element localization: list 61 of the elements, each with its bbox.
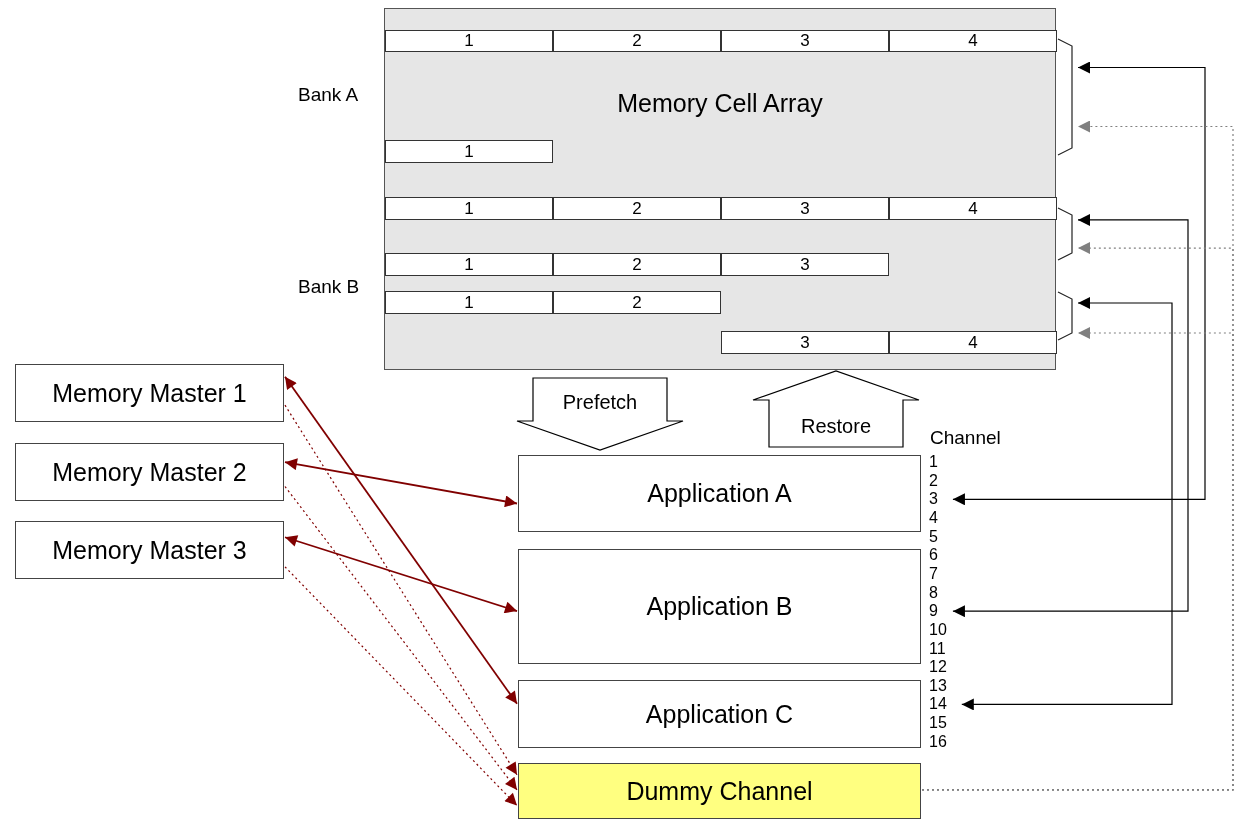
channel-number: 10 (929, 620, 947, 639)
memory-array-panel (384, 8, 1056, 370)
process-box: Application A (518, 455, 921, 532)
bank-label: Bank B (298, 276, 360, 298)
memory-segment: 2 (553, 197, 721, 220)
process-box: Memory Master 3 (15, 521, 284, 579)
channel-number: 16 (929, 732, 947, 751)
bank-label: Bank A (298, 84, 359, 106)
column-heading: Channel (930, 427, 1001, 449)
memory-segment: 1 (385, 253, 553, 276)
memory-segment: 1 (385, 30, 553, 52)
channel-number: 2 (929, 471, 938, 490)
process-box: Application B (518, 549, 921, 664)
process-box: Memory Master 1 (15, 364, 284, 422)
block-arrow (516, 377, 684, 451)
process-box: Application C (518, 680, 921, 748)
arrow (284, 375, 518, 705)
channel-number: 9 (929, 602, 938, 621)
arrow (952, 61, 1206, 506)
channel-number: 14 (929, 695, 947, 714)
memory-segment: 1 (385, 197, 553, 220)
channel-number: 4 (929, 508, 938, 527)
memory-segment: 2 (553, 291, 721, 314)
memory-segment: 4 (889, 197, 1057, 220)
channel-number: 15 (929, 714, 947, 733)
dotted-arrow (284, 566, 518, 807)
channel-number: 12 (929, 658, 947, 677)
dotted-arrow (284, 485, 518, 791)
bracket (1058, 207, 1076, 261)
dotted-arrow (284, 404, 518, 776)
array-title: Memory Cell Array (616, 89, 824, 118)
channel-number: 6 (929, 546, 938, 565)
bracket (1058, 291, 1076, 341)
edge-label: Prefetch (562, 390, 638, 414)
channel-number: 11 (929, 639, 946, 658)
memory-segment: 3 (721, 253, 889, 276)
arrow (284, 535, 518, 614)
memory-segment: 2 (553, 30, 721, 52)
arrow (961, 297, 1173, 711)
bracket (1058, 38, 1076, 156)
channel-number: 1 (929, 453, 938, 471)
memory-segment: 4 (889, 30, 1057, 52)
channel-number: 7 (929, 564, 938, 583)
channel-number: 3 (929, 490, 938, 509)
memory-segment: 3 (721, 197, 889, 220)
channel-number: 8 (929, 583, 938, 602)
memory-segment: 4 (889, 331, 1057, 354)
arrow (952, 213, 1189, 618)
edge-label: Restore (801, 414, 871, 438)
block-arrow (752, 370, 920, 448)
dotted-arrow (921, 327, 1234, 791)
memory-segment: 2 (553, 253, 721, 276)
channel-number: 5 (929, 527, 938, 546)
memory-segment: 3 (721, 331, 889, 354)
memory-segment: 3 (721, 30, 889, 52)
channel-number: 13 (929, 676, 947, 695)
process-box: Memory Master 2 (15, 443, 284, 501)
highlighted-box: Dummy Channel (518, 763, 921, 819)
memory-segment: 1 (385, 140, 553, 163)
arrow (284, 458, 518, 508)
memory-segment: 1 (385, 291, 553, 314)
